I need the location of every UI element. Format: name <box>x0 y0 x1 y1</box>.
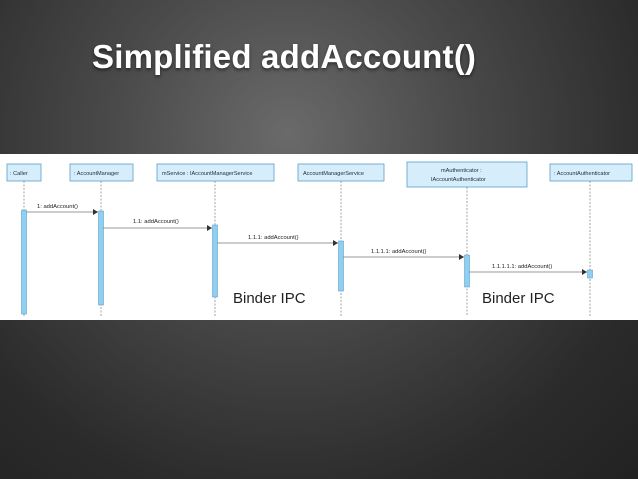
message-1-1-1-label: 1.1.1: addAccount() <box>248 235 299 241</box>
lifeline-account-manager: : AccountManager <box>69 163 134 316</box>
lifeline-account-authenticator: : AccountAuthenticator <box>549 163 633 316</box>
activation-bar-account-manager <box>98 210 104 306</box>
sequence-diagram-canvas: : Caller : AccountManager mService : IAc… <box>6 161 633 316</box>
slide-title: Simplified addAccount() <box>92 38 477 75</box>
activation-bar-mservice <box>212 224 218 298</box>
lifeline-caller-label: : Caller <box>10 171 28 177</box>
message-1-1: 1.1: addAccount() <box>103 219 212 231</box>
message-1-1-label: 1.1: addAccount() <box>133 219 179 225</box>
binder-ipc-label-1: Binder IPC <box>233 290 306 307</box>
activation-bar-account-manager-service <box>338 240 344 292</box>
lifeline-account-manager-service: AccountManagerService <box>297 163 385 316</box>
activation-bar-account-authenticator <box>587 269 593 279</box>
message-1-1-1-1-1-label: 1.1.1.1.1: addAccount() <box>492 264 552 270</box>
lifeline-mauthenticator-label: mAuthenticator : <box>441 168 482 174</box>
activation-bar-caller <box>21 209 27 315</box>
message-1-1-1: 1.1.1: addAccount() <box>217 235 338 246</box>
lifeline-mauthenticator: mAuthenticator : IAccountAuthenticator <box>406 161 528 316</box>
lifeline-mservice: mService : IAccountManagerService <box>156 163 275 316</box>
activation-bar-mauthenticator <box>464 254 470 288</box>
sequence-diagram: : Caller : AccountManager mService : IAc… <box>0 154 638 320</box>
lifeline-account-manager-service-label: AccountManagerService <box>303 171 364 177</box>
lifeline-account-manager-label: : AccountManager <box>74 171 119 177</box>
message-1: 1: addAccount() <box>26 204 98 215</box>
lifeline-mservice-label: mService : IAccountManagerService <box>162 171 252 177</box>
message-1-1-1-1: 1.1.1.1: addAccount() <box>343 249 464 260</box>
lifeline-mauthenticator-label-type: IAccountAuthenticator <box>431 177 486 183</box>
message-1-1-1-1-1: 1.1.1.1.1: addAccount() <box>469 264 587 275</box>
lifeline-account-authenticator-label: : AccountAuthenticator <box>554 171 610 177</box>
binder-ipc-label-2: Binder IPC <box>482 290 555 307</box>
lifeline-caller: : Caller <box>6 163 42 316</box>
message-1-1-1-1-label: 1.1.1.1: addAccount() <box>371 249 426 255</box>
message-1-label: 1: addAccount() <box>37 204 78 210</box>
